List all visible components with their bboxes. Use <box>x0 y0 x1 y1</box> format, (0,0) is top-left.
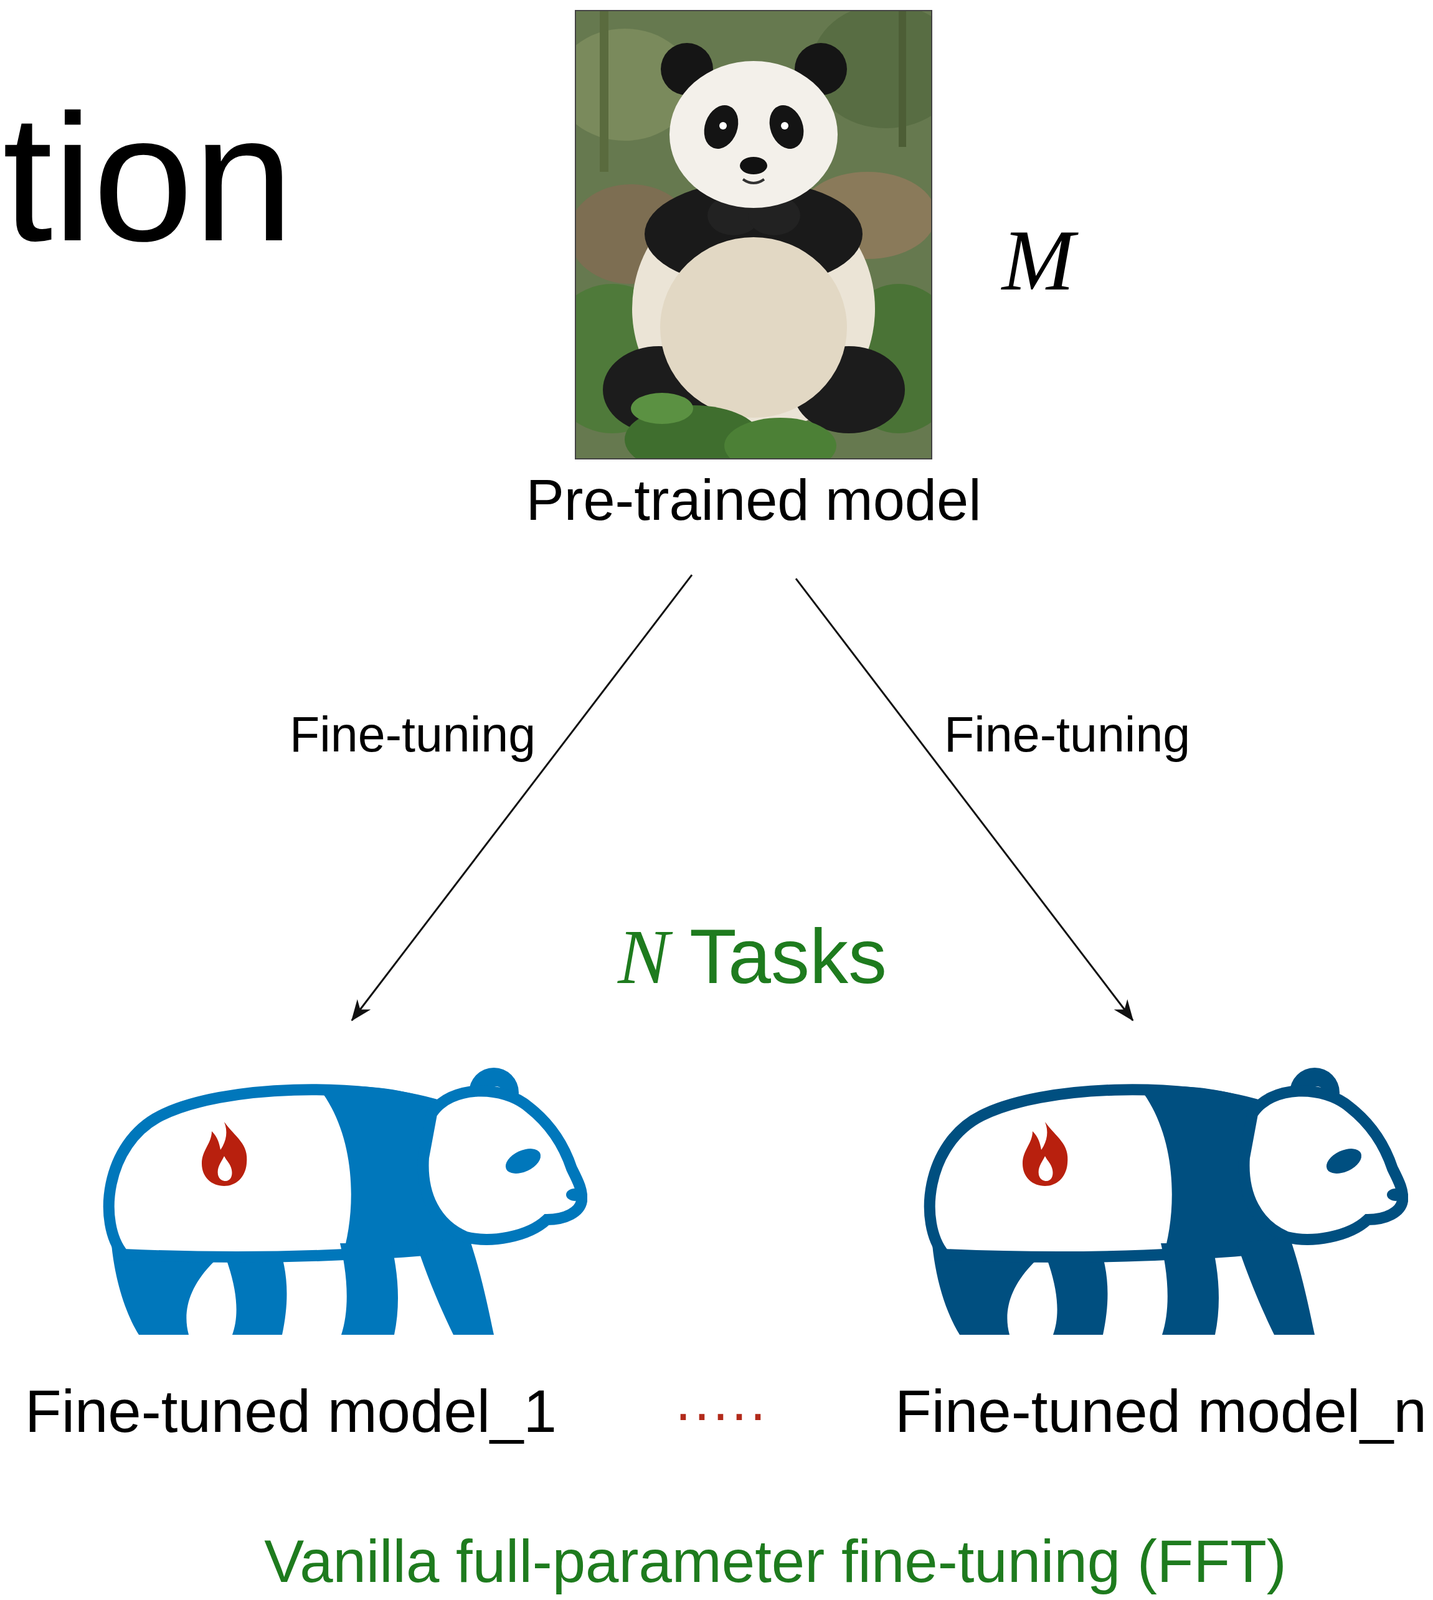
foreground-plant <box>724 417 837 460</box>
icon-front-leg <box>416 1237 494 1336</box>
eye-patch <box>698 100 744 154</box>
icon-front-leg <box>340 1243 398 1336</box>
panda-nose <box>739 156 768 175</box>
figure-slot <box>574 9 933 460</box>
icon-eye-patch <box>1322 1144 1366 1179</box>
icon-head <box>1244 1091 1404 1240</box>
panda-eye <box>780 122 789 130</box>
figure-slot <box>900 1056 1409 1338</box>
icon-front-leg <box>1236 1237 1315 1336</box>
model-node: Fine-tuned model_n <box>894 1056 1427 1448</box>
fine-tuning-arrow <box>351 574 692 1021</box>
model-label: Pre-trained model <box>525 465 981 535</box>
panda-belly <box>660 237 847 418</box>
photo-border <box>575 10 932 459</box>
eye-patch <box>763 100 809 154</box>
flame-symbol <box>1022 1122 1068 1187</box>
panda-eye <box>719 122 727 130</box>
panda-icon <box>900 1056 1409 1338</box>
edge-label: Fine-tuning <box>289 705 536 765</box>
model-label: Fine-tuned model_1 <box>24 1375 557 1448</box>
bamboo <box>599 9 609 172</box>
model-node: Fine-tuned model_1 <box>24 1056 588 1448</box>
panda-icon <box>79 1056 588 1338</box>
icon-eye-patch <box>501 1144 545 1179</box>
figure-slot <box>79 1056 588 1338</box>
edge-label: Fine-tuning <box>944 705 1191 765</box>
bamboo <box>898 9 907 147</box>
task-count: N Tasks <box>617 910 887 1005</box>
ellipsis-dots: ····· <box>673 1380 768 1448</box>
flame-symbol <box>201 1122 247 1187</box>
panda-head <box>669 61 838 209</box>
panda-photo <box>574 9 933 460</box>
icon-back-leg <box>226 1257 288 1336</box>
icon-front-leg <box>1160 1243 1219 1336</box>
foreground-plant <box>630 392 694 425</box>
model-label: Fine-tuned model_n <box>894 1375 1427 1448</box>
math-symbol: N <box>617 914 670 1001</box>
model-node: Pre-trained model <box>525 9 981 535</box>
slide-title: tion <box>2 87 294 268</box>
icon-nose <box>1386 1188 1405 1202</box>
icon-nose <box>566 1188 584 1202</box>
panda-mouth <box>742 179 765 184</box>
icon-back-leg <box>1046 1257 1108 1336</box>
figure-caption: Vanilla full-parameter fine-tuning (FFT) <box>264 1528 1287 1595</box>
math-symbol: M <box>1002 208 1075 313</box>
label-word: Tasks <box>669 913 887 1000</box>
panda-figure <box>929 1068 1405 1336</box>
panda-figure <box>108 1068 584 1336</box>
icon-head <box>423 1091 583 1240</box>
